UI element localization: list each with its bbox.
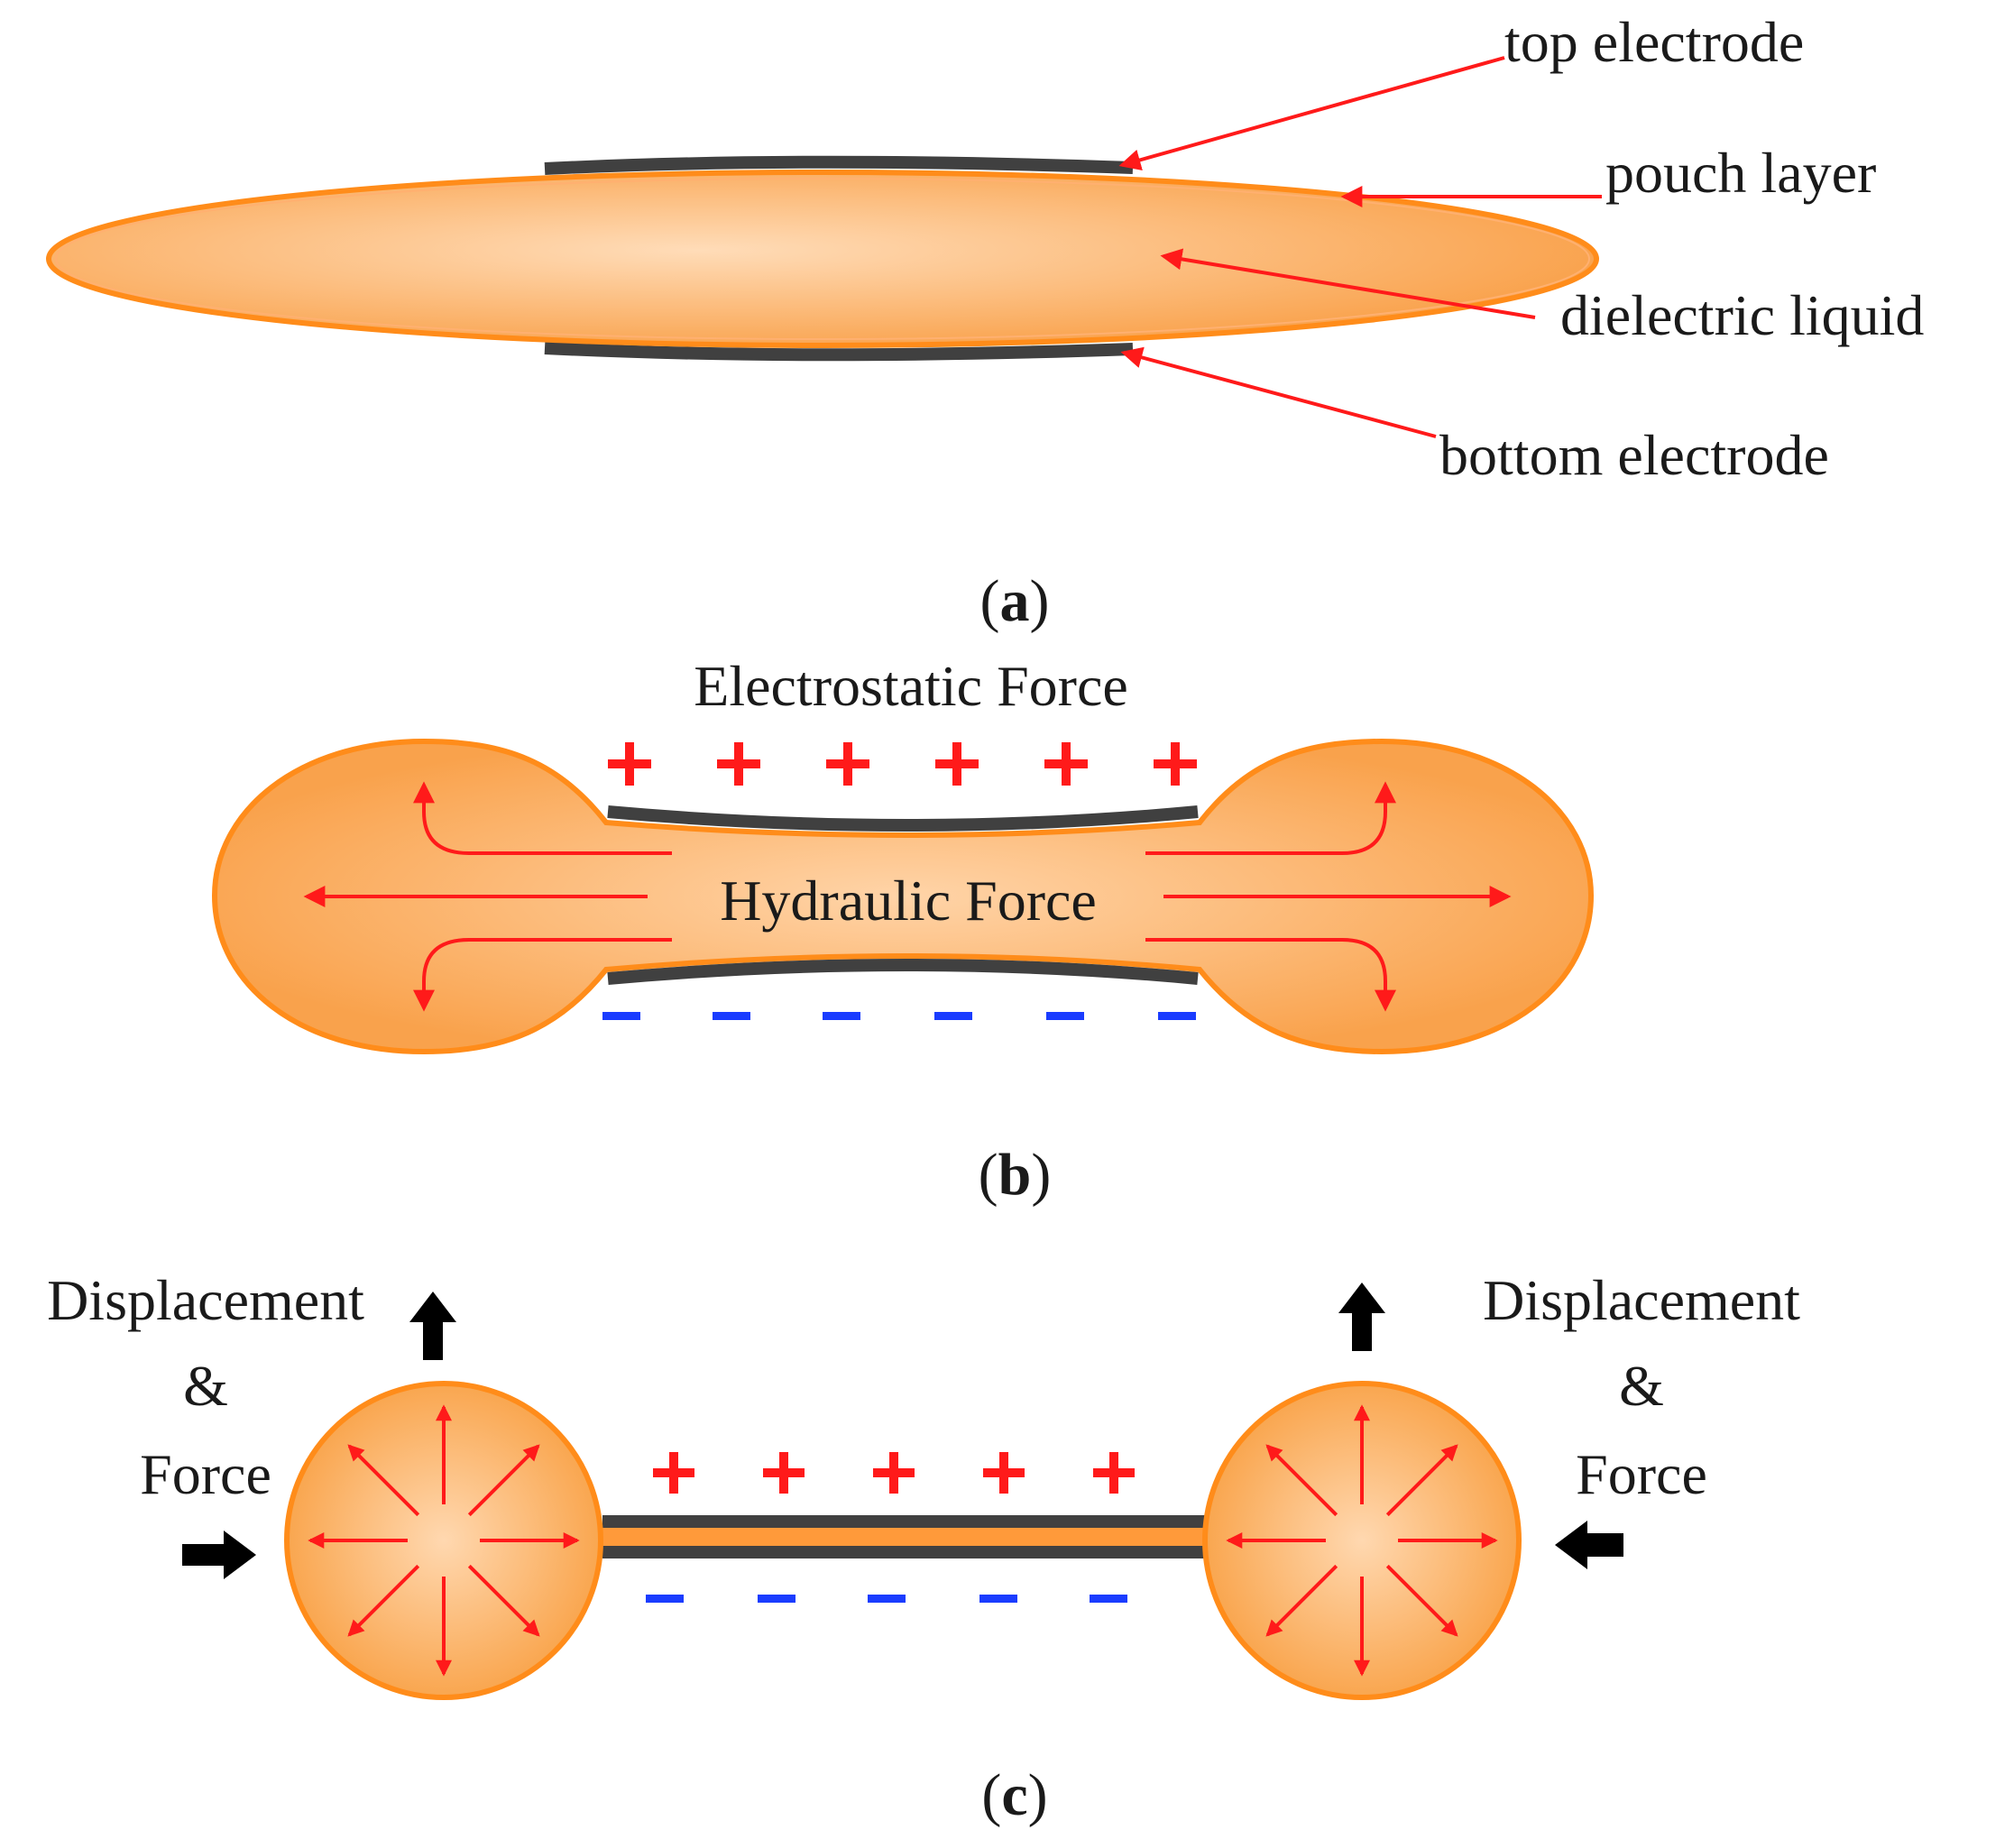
label-bottom-electrode: bottom electrode — [1439, 423, 1829, 487]
label-right-displacement: Displacement — [1483, 1268, 1800, 1332]
panel-b: Electrostatic Force Hydraulic Force — [211, 654, 1595, 1208]
plus-sign — [935, 742, 979, 786]
force-arrow-right — [1555, 1521, 1623, 1569]
plus-sign — [608, 742, 651, 786]
minus-sign — [713, 1012, 750, 1020]
hydraulic-flow-arrows — [303, 781, 1512, 1012]
label-left-displacement: Displacement — [47, 1268, 364, 1332]
top-electrode — [544, 155, 1134, 175]
plus-sign — [1154, 742, 1197, 786]
radial-pressure-arrow — [1385, 1564, 1458, 1637]
leader-top-electrode — [1118, 56, 1505, 171]
flow-arrow — [1145, 938, 1396, 1012]
flat-electrode-strip — [602, 1515, 1205, 1558]
label-right-ampersand: & — [1619, 1354, 1664, 1418]
minus-sign — [934, 1012, 972, 1020]
flow-arrow — [413, 938, 672, 1012]
radial-pressure-arrow — [347, 1564, 420, 1637]
minus-sign — [758, 1595, 795, 1603]
radial-pressure-arrow — [347, 1444, 420, 1517]
minus-sign — [1046, 1012, 1084, 1020]
pouch — [46, 170, 1599, 348]
minus-sign — [602, 1012, 640, 1020]
displacement-arrow-right — [1338, 1283, 1385, 1351]
minus-sign — [1158, 1012, 1196, 1020]
flow-arrow — [413, 781, 672, 855]
panel-a: top electrode pouch layer dielectric liq… — [46, 10, 1924, 634]
label-top-electrode: top electrode — [1504, 10, 1804, 74]
label-pouch-layer: pouch layer — [1605, 141, 1876, 205]
plus-sign — [653, 1452, 694, 1494]
minus-sign — [868, 1595, 906, 1603]
minus-sign — [823, 1012, 860, 1020]
leader-dielectric-liquid — [1160, 248, 1536, 319]
flow-arrow — [1145, 781, 1396, 855]
label-left-force: Force — [140, 1442, 271, 1506]
strip-bottom-electrode — [602, 1546, 1205, 1558]
plus-sign — [873, 1452, 915, 1494]
minus-sign — [979, 1595, 1017, 1603]
radial-arrows-left — [308, 1404, 580, 1677]
top-electrode-b — [607, 805, 1199, 832]
radial-pressure-arrow — [1265, 1564, 1338, 1637]
radial-pressure-arrow — [1265, 1444, 1338, 1517]
caption-b: (b) — [979, 1142, 1052, 1208]
minus-charges-c — [646, 1595, 1127, 1603]
label-dielectric-liquid: dielectric liquid — [1560, 283, 1924, 347]
caption-c: (c) — [981, 1762, 1047, 1828]
label-hydraulic-force: Hydraulic Force — [720, 869, 1097, 933]
bottom-electrode-b — [607, 959, 1199, 985]
strip-liquid — [602, 1528, 1205, 1546]
plus-charges-b — [608, 742, 1197, 786]
deformed-pouch — [211, 738, 1595, 1055]
minus-sign — [646, 1595, 684, 1603]
plus-sign — [1093, 1452, 1135, 1494]
label-right-force: Force — [1576, 1442, 1707, 1506]
plus-sign — [983, 1452, 1025, 1494]
minus-sign — [1090, 1595, 1127, 1603]
radial-arrows-right — [1226, 1404, 1498, 1677]
radial-pressure-arrow — [1385, 1444, 1458, 1517]
caption-a: (a) — [980, 568, 1050, 634]
panel-c: Displacement & Force Displacement & Forc… — [47, 1268, 1800, 1828]
strip-top-electrode — [602, 1515, 1205, 1528]
radial-pressure-arrow — [467, 1564, 540, 1637]
label-electrostatic-force: Electrostatic Force — [694, 654, 1128, 718]
leader-bottom-electrode — [1120, 346, 1437, 438]
plus-sign — [763, 1452, 805, 1494]
plus-sign — [717, 742, 760, 786]
plus-sign — [826, 742, 869, 786]
minus-charges-b — [602, 1012, 1196, 1020]
force-arrow-left — [182, 1531, 256, 1579]
displacement-arrow-left — [409, 1292, 456, 1360]
pouch-inner-line — [55, 178, 1590, 340]
label-left-ampersand: & — [183, 1354, 228, 1418]
plus-charges-c — [653, 1452, 1135, 1494]
plus-sign — [1044, 742, 1088, 786]
bottom-electrode — [544, 342, 1134, 362]
radial-pressure-arrow — [467, 1444, 540, 1517]
